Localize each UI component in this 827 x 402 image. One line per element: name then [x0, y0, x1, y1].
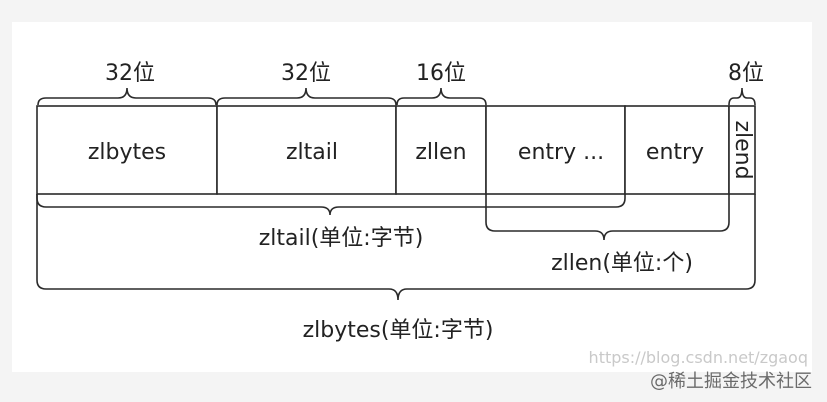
watermark-url: https://blog.csdn.net/zgaoq	[589, 348, 808, 367]
size-label-zllen: 16位	[416, 61, 466, 86]
span-brace-zlbytes	[36, 194, 756, 301]
span-brace-zllen	[485, 194, 730, 241]
diagram-panel	[12, 22, 812, 372]
brand-watermark: @稀土掘金技术社区	[650, 371, 812, 392]
cell-zlbytes	[36, 105, 218, 195]
span-brace-zltail	[36, 194, 626, 216]
cell-entry-ellipsis	[485, 105, 626, 195]
size-label-zlbytes: 32位	[105, 61, 155, 86]
cell-label-entry: entry	[646, 140, 704, 165]
cell-label-zlend: zlend	[730, 120, 755, 179]
size-brace-zltail	[216, 87, 397, 106]
span-label-zltail: zltail(单位:字节)	[259, 226, 424, 251]
field-cells	[36, 105, 756, 195]
cell-entry	[624, 105, 730, 195]
cell-label-entry-ellipsis: entry ...	[518, 140, 604, 165]
size-brace-zllen	[396, 87, 487, 106]
cell-label-zlbytes: zlbytes	[88, 140, 166, 165]
span-label-zllen: zllen(单位:个)	[551, 251, 693, 276]
size-label-zlend: 8位	[728, 61, 764, 86]
cell-zltail	[216, 105, 397, 195]
cell-label-zllen: zllen	[415, 140, 466, 165]
cell-label-zltail: zltail	[286, 140, 338, 165]
cell-zlend	[728, 105, 756, 195]
cell-zllen	[395, 105, 487, 195]
size-brace-zlend	[728, 87, 756, 106]
size-label-zltail: 32位	[281, 61, 331, 86]
size-brace-zlbytes	[37, 87, 217, 106]
span-braces	[36, 194, 756, 301]
size-braces	[37, 87, 756, 106]
span-label-zlbytes: zlbytes(单位:字节)	[303, 318, 494, 343]
